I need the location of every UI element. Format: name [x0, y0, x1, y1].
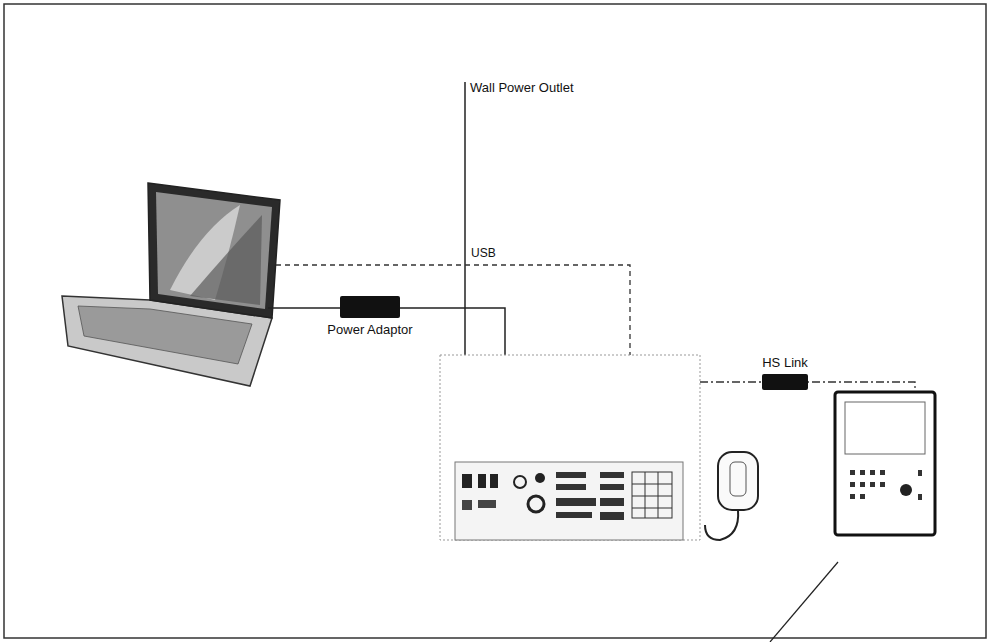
annotation-label: USB: [470, 246, 497, 260]
device-block: Power Adaptor: [325, 296, 414, 337]
device-block: HS Link: [760, 355, 810, 390]
block-shape: [340, 296, 400, 318]
annotation-label: Wall Power Outlet: [469, 80, 575, 95]
block-shape: [762, 374, 808, 390]
block-label: Power Adaptor: [327, 322, 412, 337]
block-label: HS Link: [762, 355, 808, 370]
